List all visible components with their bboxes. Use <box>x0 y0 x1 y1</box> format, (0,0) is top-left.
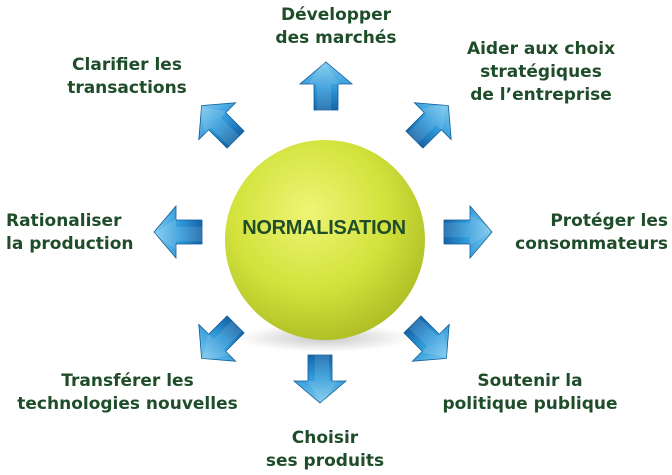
label-soutenir-politique: Soutenir la politique publique <box>420 370 640 416</box>
label-line: ses produits <box>265 451 385 471</box>
label-proteger-consommateurs: Protéger les consommateurs <box>480 210 668 256</box>
label-rationaliser-production: Rationaliser la production <box>6 210 156 256</box>
label-line: des marchés <box>275 28 397 48</box>
label-developper-marches: Développer des marchés <box>246 4 426 50</box>
label-aider-choix: Aider aux choix stratégiques de l’entrep… <box>450 38 632 107</box>
label-line: politique publique <box>442 394 618 414</box>
label-transferer-technologies: Transférer les technologies nouvelles <box>10 370 245 416</box>
label-choisir-produits: Choisir ses produits <box>240 427 410 473</box>
center-circle <box>225 140 425 340</box>
arrow-left-icon <box>153 205 203 259</box>
label-line: Transférer les <box>61 371 194 391</box>
center-title: NORMALISATION <box>242 217 406 239</box>
label-line: Aider aux choix <box>466 39 616 59</box>
label-line: la production <box>6 234 134 254</box>
label-line: de l’entreprise <box>470 85 612 105</box>
arrow-down-icon <box>293 354 347 404</box>
label-line: stratégiques <box>480 62 602 82</box>
label-line: technologies nouvelles <box>17 394 238 414</box>
arrow-up-icon <box>299 61 353 111</box>
label-line: consommateurs <box>515 234 668 254</box>
label-line: Développer <box>280 5 391 25</box>
label-line: Clarifier les <box>72 55 182 75</box>
label-line: transactions <box>67 78 187 98</box>
label-line: Protéger les <box>550 211 668 231</box>
label-line: Soutenir la <box>477 371 583 391</box>
label-line: Choisir <box>291 428 359 448</box>
label-clarifier-transactions: Clarifier les transactions <box>52 54 202 100</box>
label-line: Rationaliser <box>6 211 122 231</box>
